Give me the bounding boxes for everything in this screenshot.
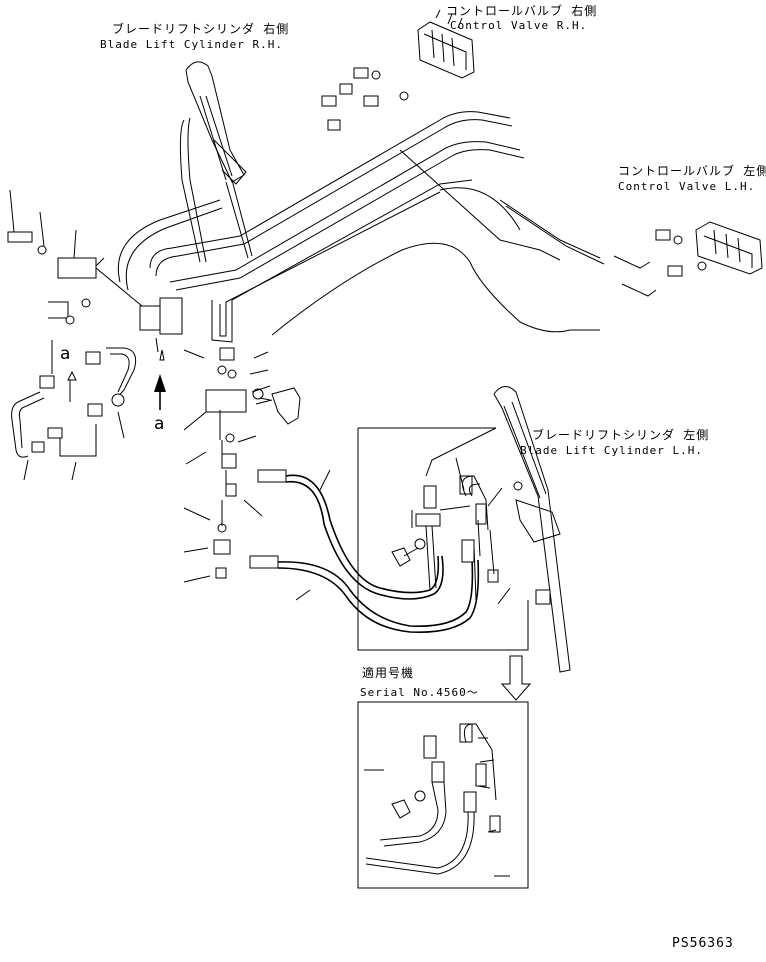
detail-frame-upper	[357, 427, 529, 651]
blade-lift-cylinder-lh-jp-label: ブレードリフトシリンダ 左側	[532, 428, 710, 442]
detail-frame-lower	[357, 701, 529, 889]
view-a-marker-top: a	[60, 344, 72, 364]
hose-pair	[249, 469, 480, 634]
main-tube-bundle	[117, 111, 605, 343]
serial-applicable-jp-label: 適用号機	[362, 666, 415, 680]
blade-lift-cylinder-lh-en-label: Blade Lift Cylinder L.H.	[520, 444, 703, 457]
valve-group-left	[7, 189, 183, 361]
serial-arrow	[500, 655, 532, 701]
control-valve-rh-en-label: Control Valve R.H.	[450, 19, 588, 32]
control-valve-lh-en-label: Control Valve L.H.	[618, 180, 756, 193]
blade-lift-cylinder-rh	[185, 61, 253, 259]
blade-lift-cylinder-lh	[487, 386, 571, 673]
serial-number-label: Serial No.4560～	[360, 686, 479, 699]
blade-lift-cylinder-rh-en-label: Blade Lift Cylinder R.H.	[100, 38, 283, 51]
detail-view-a	[11, 298, 137, 481]
fitting-chain-centre	[154, 347, 301, 583]
control-valve-rh-jp-label: コントロールバルブ 右側	[446, 4, 598, 18]
control-valve-rh	[321, 9, 475, 131]
blade-lift-cylinder-rh-jp-label: ブレードリフトシリンダ 右側	[112, 22, 290, 36]
control-valve-lh	[613, 221, 763, 297]
view-a-marker-arrow: a	[154, 414, 166, 434]
control-valve-lh-jp-label: コントロールバルブ 左側	[618, 164, 766, 178]
drawing-code: PS56363	[672, 936, 734, 951]
frame-outline	[271, 187, 600, 336]
